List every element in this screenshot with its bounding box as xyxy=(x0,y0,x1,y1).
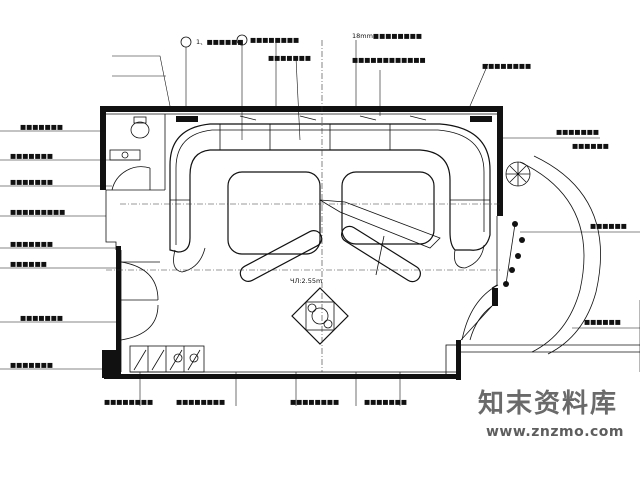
watermark-url: www.znzmo.com xyxy=(486,424,624,440)
annot-top-6: ■■■■■■■■ xyxy=(482,62,531,70)
right-light-dots xyxy=(503,221,525,287)
annot-right-1: ■■■■■■■ xyxy=(556,128,599,136)
leaders-bottom xyxy=(139,372,401,406)
center-lines xyxy=(106,40,500,372)
angled-benches xyxy=(239,225,421,283)
annot-left-1: ■■■■■■■ xyxy=(20,123,63,131)
annot-bottom-1: ■■■■■■■■ xyxy=(104,398,153,406)
storage-shelves xyxy=(129,345,205,373)
annot-right-2: ■■■■■■ xyxy=(572,142,609,150)
inner-wall-lines xyxy=(105,113,640,373)
annot-left-3: ■■■■■■■ xyxy=(10,178,53,186)
watermark: 知末资料库 www.znzmo.com xyxy=(478,389,624,440)
annot-left-2: ■■■■■■■ xyxy=(10,152,53,160)
annot-left-4: ■■■■■■■■■ xyxy=(10,208,65,216)
annot-top-4: 18mm■■■■■■■■ xyxy=(352,32,422,40)
annot-left-5: ■■■■■■■ xyxy=(10,240,53,248)
dimension-label: ЧЛ:2.55m xyxy=(290,277,322,285)
annot-left-8: ■■■■■■■ xyxy=(10,361,53,369)
center-column xyxy=(291,287,349,345)
annot-left-7: ■■■■■■■ xyxy=(20,314,63,322)
leaders-right xyxy=(503,137,640,372)
left-door xyxy=(120,261,160,341)
annot-bottom-2: ■■■■■■■■ xyxy=(176,398,225,406)
right-entrance xyxy=(445,155,601,376)
annot-left-6: ■■■■■■ xyxy=(10,260,47,268)
toilet-room xyxy=(109,116,151,191)
annot-top-5: ■■■■■■■■■■■■ xyxy=(352,56,426,64)
leaders-top xyxy=(112,34,489,141)
u-shaped-sofa xyxy=(169,123,491,273)
watermark-text: 知末资料库 xyxy=(478,389,618,419)
annot-top-2: ■■■■■■■■ xyxy=(250,36,299,44)
ceiling-lights xyxy=(176,115,492,122)
annot-bottom-4: ■■■■■■■ xyxy=(364,398,407,406)
leaders-left xyxy=(0,130,140,370)
annot-top-3: ■■■■■■■ xyxy=(268,54,311,62)
annot-top-1: 1、■■■■■■ xyxy=(196,38,243,46)
annot-right-3: ■■■■■■ xyxy=(590,222,627,230)
outer-walls xyxy=(100,106,503,380)
annot-bottom-3: ■■■■■■■■ xyxy=(290,398,339,406)
annot-right-4: ■■■■■■ xyxy=(584,318,621,326)
inner-tables xyxy=(227,171,441,255)
